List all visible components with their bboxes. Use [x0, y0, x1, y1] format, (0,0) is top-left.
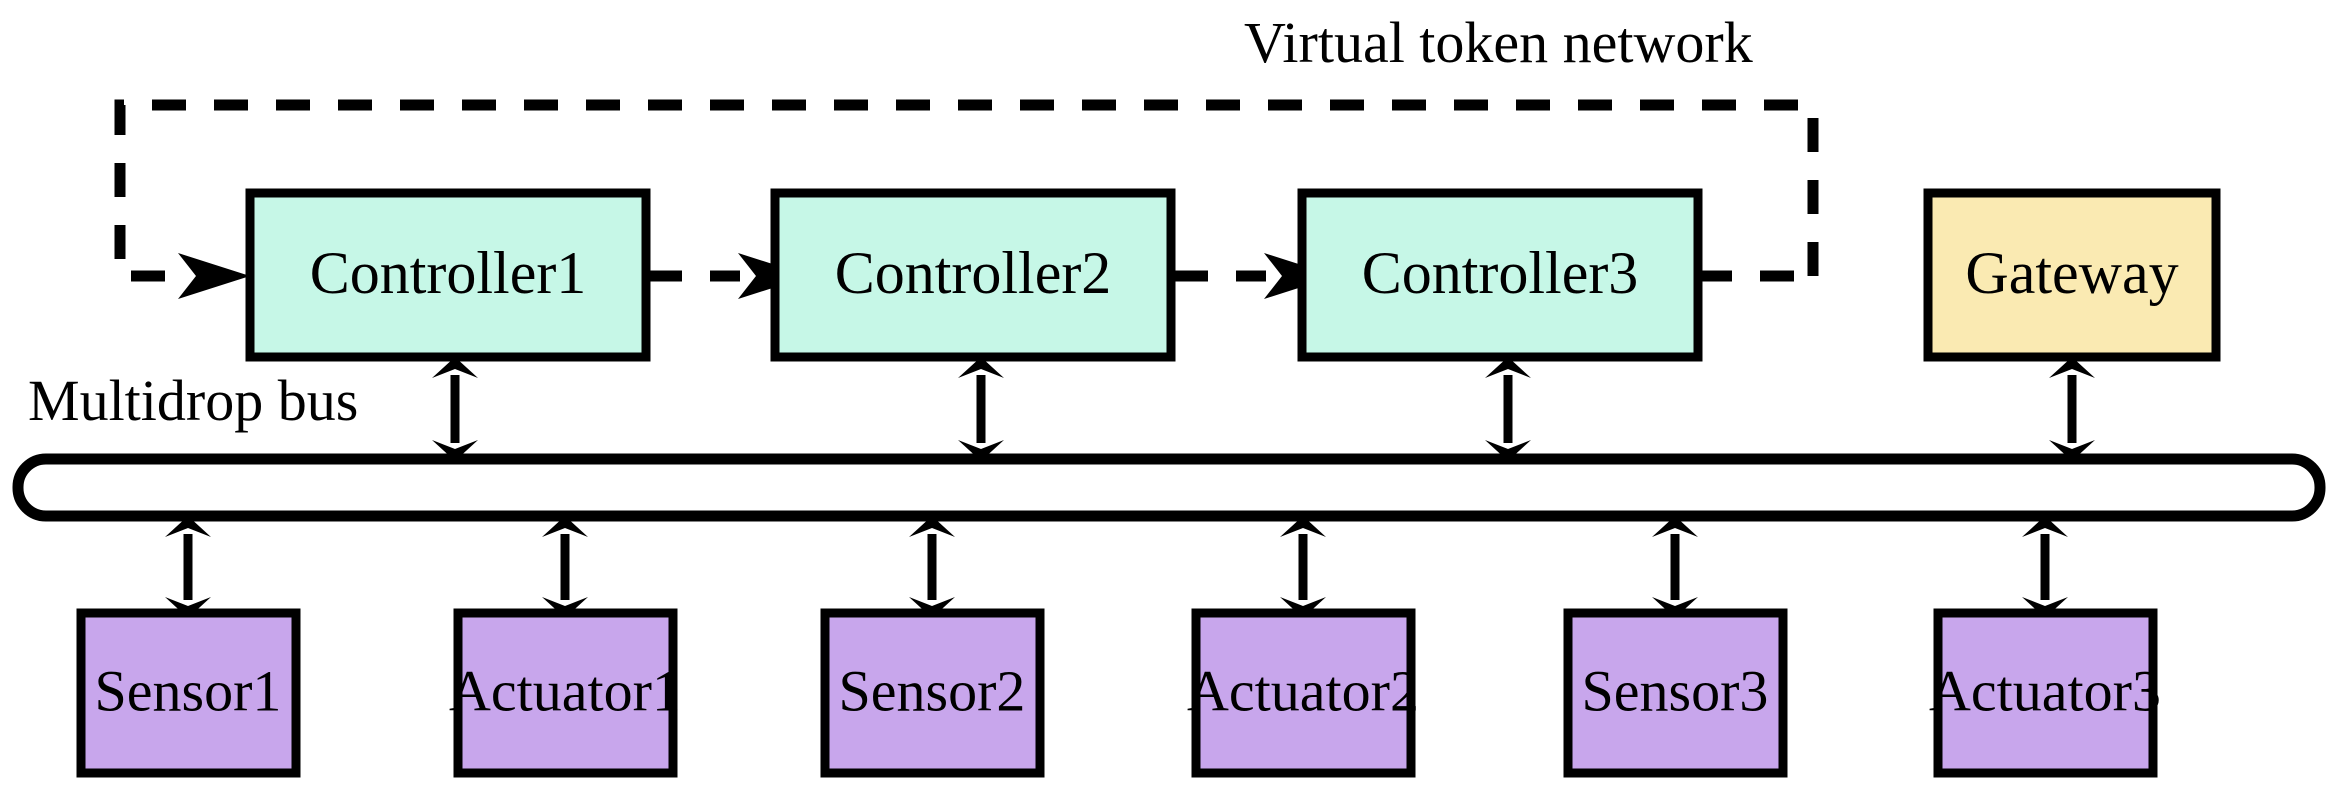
- sensor2-box[interactable]: [820, 608, 1045, 778]
- bus-link-gateway-down-arrowhead-icon: [2049, 440, 2095, 461]
- controller2-label: Controller2: [835, 240, 1112, 306]
- actuator1-box[interactable]: [453, 608, 678, 778]
- bus-link-gateway: [2049, 357, 2095, 461]
- bus-link-gateway-up-arrowhead-icon: [2049, 357, 2095, 378]
- actuator2-label: Actuator2: [1187, 658, 1419, 723]
- bus-link-controller1-up-arrowhead-icon: [432, 357, 478, 378]
- actuator3-box[interactable]: [1933, 608, 2158, 778]
- actuator2-box[interactable]: [1191, 608, 1416, 778]
- controller1-label: Controller1: [310, 240, 587, 306]
- bus-link-controller1-down-arrowhead-icon: [432, 440, 478, 461]
- token-ring-arrowhead-icon: [178, 253, 250, 299]
- node-sensor2[interactable]: Sensor2: [820, 608, 1045, 778]
- bus-link-actuator3-down-arrowhead-icon: [2022, 597, 2068, 618]
- bus-link-actuator2-down-arrowhead-icon: [1280, 597, 1326, 618]
- bus-link-controller1: [432, 357, 478, 461]
- actuator3-label: Actuator3: [1929, 658, 2161, 723]
- controller3-box[interactable]: [1297, 188, 1703, 362]
- multidrop-bus-label: Multidrop bus: [28, 368, 358, 433]
- bus-link-sensor3: [1652, 516, 1698, 618]
- actuator1-label: Actuator1: [449, 658, 681, 723]
- node-gateway[interactable]: Gateway: [1923, 188, 2221, 362]
- node-sensor1[interactable]: Sensor1: [76, 608, 301, 778]
- bus-uplinks: [432, 357, 2095, 461]
- gateway-box[interactable]: [1923, 188, 2221, 362]
- bus-link-actuator2-up-arrowhead-icon: [1280, 516, 1326, 537]
- bus-link-actuator3: [2022, 516, 2068, 618]
- sensor1-label: Sensor1: [95, 658, 282, 723]
- bus-link-sensor2-up-arrowhead-icon: [909, 516, 955, 537]
- virtual-token-network-label: Virtual token network: [1244, 10, 1753, 75]
- bus-downlinks: [165, 516, 2068, 618]
- bus-link-sensor1-down-arrowhead-icon: [165, 597, 211, 618]
- node-controller2[interactable]: Controller2: [770, 188, 1176, 362]
- bus-link-controller3: [1485, 357, 1531, 461]
- bus-link-sensor1-up-arrowhead-icon: [165, 516, 211, 537]
- bus-link-sensor1: [165, 516, 211, 618]
- node-controller1[interactable]: Controller1: [245, 188, 651, 362]
- bus-link-actuator1-up-arrowhead-icon: [542, 516, 588, 537]
- node-actuator2[interactable]: Actuator2: [1187, 608, 1419, 778]
- sensor1-box[interactable]: [76, 608, 301, 778]
- virtual-token-network-link: [114, 99, 1819, 299]
- bus-link-controller3-up-arrowhead-icon: [1485, 357, 1531, 378]
- bus-link-actuator1: [542, 516, 588, 618]
- node-actuator3[interactable]: Actuator3: [1929, 608, 2161, 778]
- bus-link-sensor2-down-arrowhead-icon: [909, 597, 955, 618]
- sensor3-label: Sensor3: [1582, 658, 1769, 723]
- bus-link-sensor3-up-arrowhead-icon: [1652, 516, 1698, 537]
- bus-link-controller2-up-arrowhead-icon: [958, 357, 1004, 378]
- sensor2-label: Sensor2: [839, 658, 1026, 723]
- node-sensor3[interactable]: Sensor3: [1563, 608, 1788, 778]
- bus-link-controller2-down-arrowhead-icon: [958, 440, 1004, 461]
- gateway-label: Gateway: [1965, 240, 2178, 306]
- bus-link-sensor2: [909, 516, 955, 618]
- controller3-label: Controller3: [1362, 240, 1639, 306]
- bus-link-actuator2: [1280, 516, 1326, 618]
- device-row: Sensor1 Actuator1 Sensor2 Actuator2 Sens…: [76, 608, 2161, 778]
- bus-link-controller3-down-arrowhead-icon: [1485, 440, 1531, 461]
- multidrop-bus-bar[interactable]: [12, 453, 2326, 522]
- bus-link-controller2: [958, 357, 1004, 461]
- bus-link-actuator3-up-arrowhead-icon: [2022, 516, 2068, 537]
- bus-link-sensor3-down-arrowhead-icon: [1652, 597, 1698, 618]
- sensor3-box[interactable]: [1563, 608, 1788, 778]
- controller1-box[interactable]: [245, 188, 651, 362]
- controller-row: Controller1 Controller2 Controller3 Gate…: [245, 188, 2221, 362]
- node-controller3[interactable]: Controller3: [1297, 188, 1703, 362]
- controller2-box[interactable]: [770, 188, 1176, 362]
- bus-link-actuator1-down-arrowhead-icon: [542, 597, 588, 618]
- node-actuator1[interactable]: Actuator1: [449, 608, 681, 778]
- token-ring-dashed-path: [114, 99, 1819, 282]
